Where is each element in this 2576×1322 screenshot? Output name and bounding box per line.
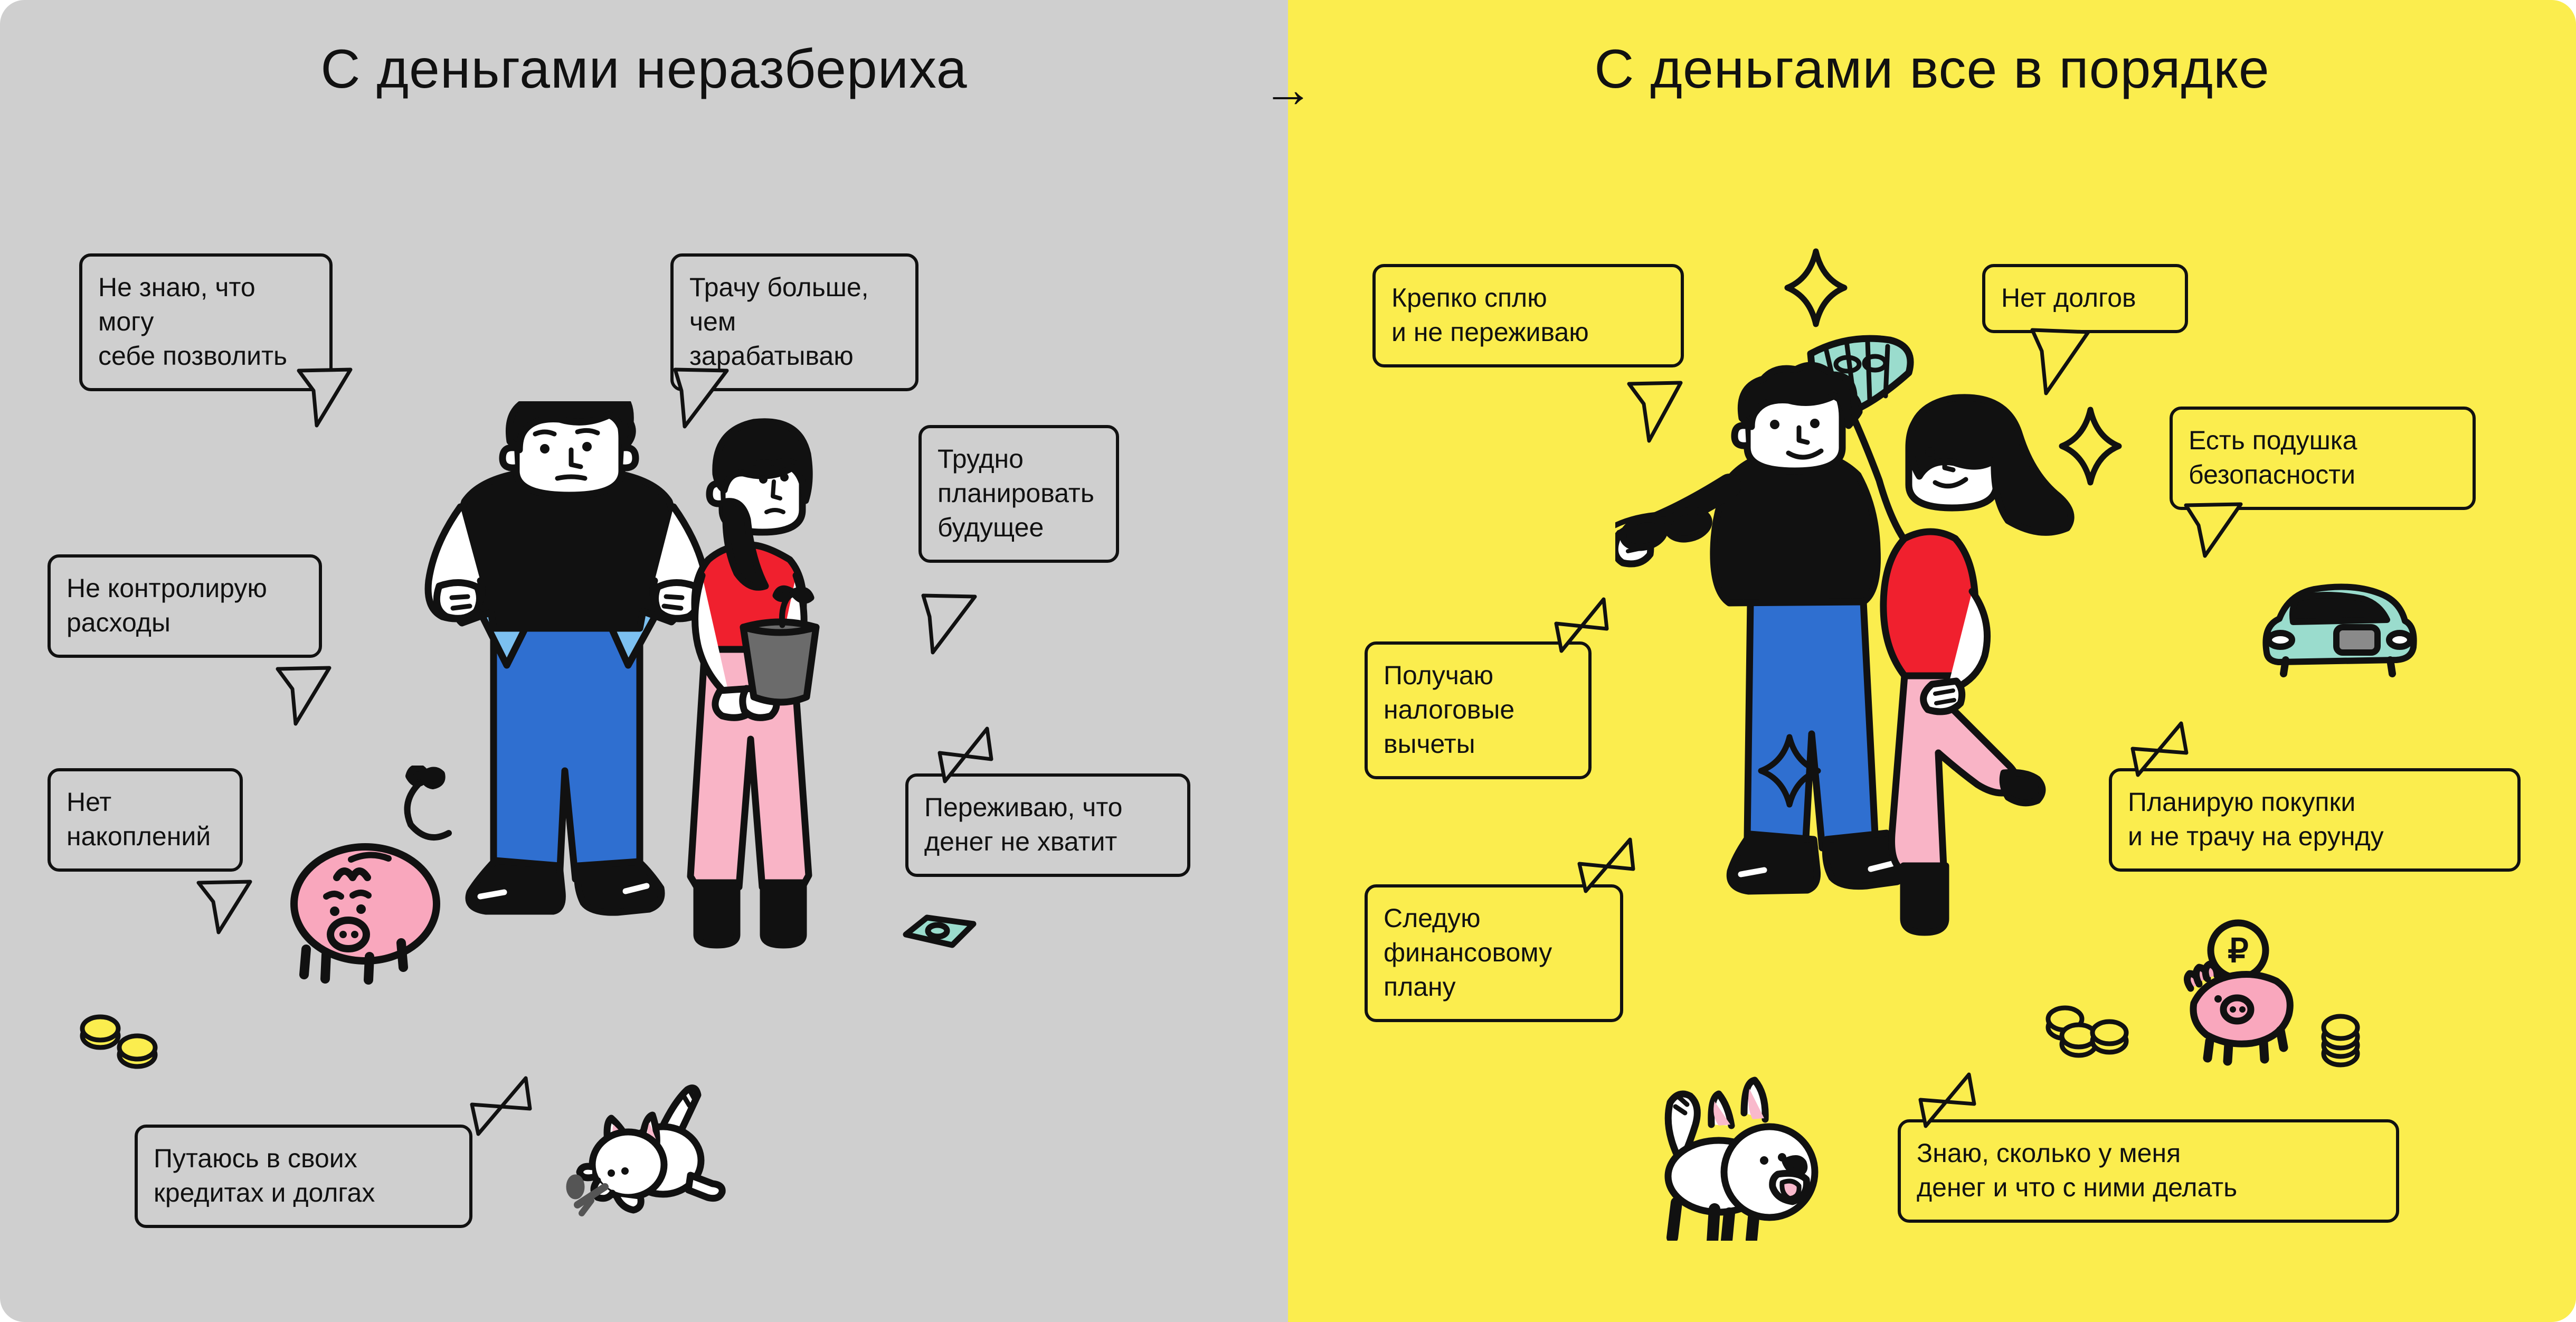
bubble-tail <box>2130 721 2189 777</box>
bubble-tail <box>1918 1072 1976 1128</box>
sparkle-icon <box>1758 734 1821 808</box>
bubble-tail <box>673 367 729 429</box>
happy-dog-illustration <box>1664 1077 1819 1241</box>
coin-stack-icon <box>2045 1005 2129 1058</box>
bubble-right-7[interactable]: Знаю, сколько у меня денег и что с ними … <box>1898 1119 2399 1223</box>
bubble-right-5[interactable]: Следую финансовому плану <box>1365 884 1623 1022</box>
bubble-tail <box>1577 837 1635 893</box>
bubble-tail <box>2184 502 2243 558</box>
bubble-tail <box>276 666 332 726</box>
coins-few-icon <box>80 1014 158 1069</box>
bubble-right-1[interactable]: Крепко сплю и не переживаю <box>1372 264 1684 367</box>
bubble-left-3[interactable]: Трудно планировать будущее <box>918 425 1119 563</box>
bubble-tail <box>297 367 353 428</box>
bubble-tail <box>1627 381 1683 443</box>
bubble-tail <box>470 1076 532 1136</box>
left-panel-title: С деньгами неразбериха <box>320 39 968 100</box>
right-characters-illustration <box>1615 335 2075 936</box>
bubble-tail <box>921 593 977 655</box>
happy-piggy-bank-icon: ₽ <box>2184 919 2294 1066</box>
bubble-right-4[interactable]: Получаю налоговые вычеты <box>1365 641 1592 779</box>
bubble-left-7[interactable]: Путаюсь в своих кредитах и долгах <box>135 1125 472 1228</box>
left-characters-illustration <box>424 401 820 949</box>
bubble-right-3[interactable]: Есть подушка безопасности <box>2170 407 2476 510</box>
banknote-icon <box>903 914 977 948</box>
bubble-left-1[interactable]: Не знаю, что могу себе позволить <box>79 253 333 391</box>
bubble-left-4[interactable]: Не контролирую расходы <box>48 554 322 658</box>
arrow-right-icon: → <box>1263 61 1313 118</box>
car-icon <box>2262 583 2417 677</box>
sparkle-icon <box>2059 407 2122 486</box>
bubble-left-2[interactable]: Трачу больше, чем зарабатываю <box>670 253 918 391</box>
bubble-left-6[interactable]: Переживаю, что денег не хватит <box>905 773 1190 877</box>
bubble-tail <box>1554 597 1609 653</box>
lying-cat-illustration <box>566 1084 726 1216</box>
bubble-tail <box>196 880 252 934</box>
bubble-tail <box>2030 328 2090 395</box>
ruble-symbol: ₽ <box>2228 933 2248 969</box>
sparkle-icon <box>1784 248 1848 327</box>
bubble-right-2[interactable]: Нет долгов <box>1982 264 2188 333</box>
sad-piggy-bank-icon <box>290 766 452 985</box>
coin-stack-icon <box>2321 1014 2360 1068</box>
bubble-left-5[interactable]: Нет накоплений <box>48 768 243 872</box>
bubble-right-6[interactable]: Планирую покупки и не трачу на ерунду <box>2109 768 2521 872</box>
bubble-tail <box>937 726 993 783</box>
left-panel: С деньгами неразбериха <box>0 0 1288 1322</box>
right-panel-title: С деньгами все в порядке <box>1594 39 2270 100</box>
